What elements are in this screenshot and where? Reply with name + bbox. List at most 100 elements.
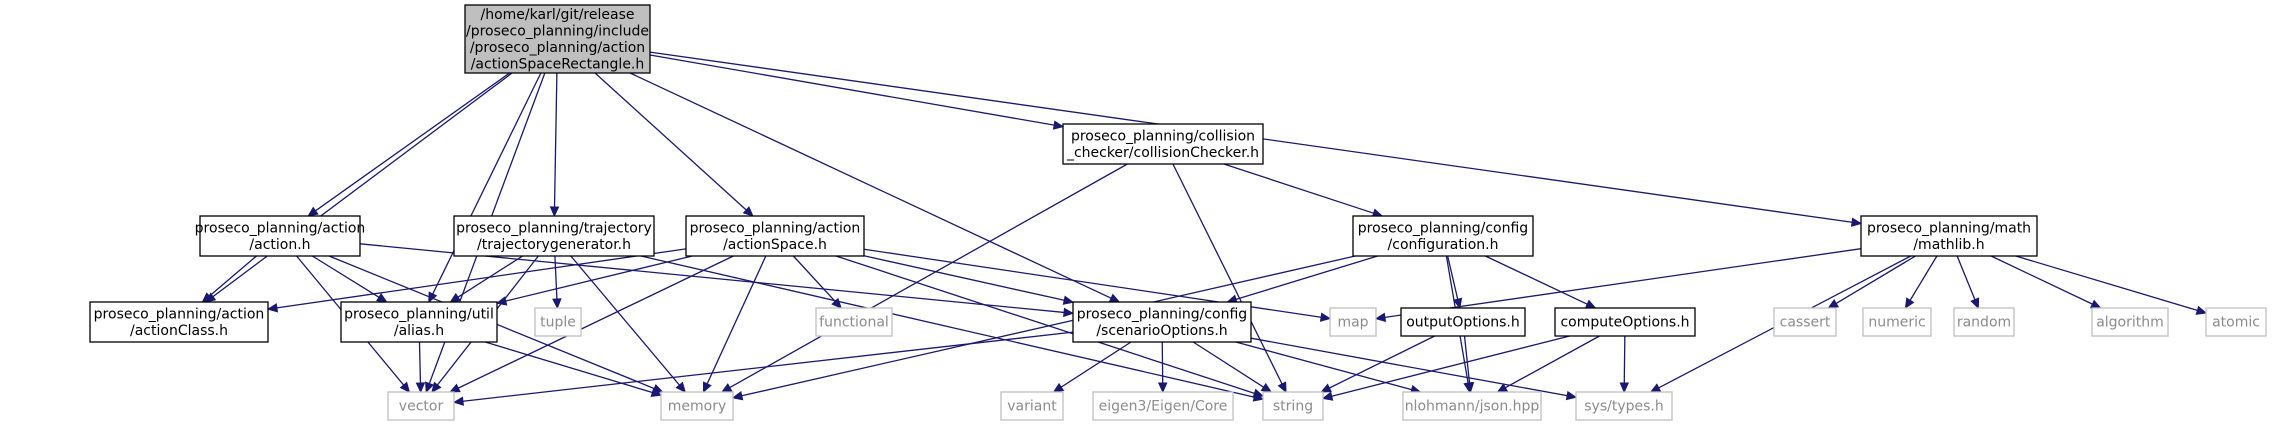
arrowhead-root-to-scenario [1108,293,1121,303]
node-box-eigen [1092,391,1234,421]
node-actionclass[interactable]: proseco_planning/action/actionClass.h [89,301,269,343]
node-label-trajgen-line-1: /trajectorygenerator.h [477,237,631,253]
arrowhead-scenario-to-variant [1052,382,1065,393]
node-label-actionspace-line-1: /actionSpace.h [723,237,827,253]
node-mathlib[interactable]: proseco_planning/math/mathlib.h [1860,215,2038,257]
node-label-functional-line-0: functional [819,315,889,331]
edge-collision-to-memory [729,163,1128,389]
node-label-scenario-line-1: /scenarioOptions.h [1096,323,1227,339]
node-label-collision-line-0: proseco_planning/collision [1071,128,1255,144]
arrowhead-configuration-to-outputopts [1452,297,1463,310]
edge-mathlib-to-algorithm [1990,255,2093,305]
arrowhead-collision-to-string [1277,381,1287,394]
edge-computeopts-to-systypes [1623,335,1626,384]
edge-mathlib-to-random [1956,255,1976,300]
edge-mathlib-to-atomic [2015,255,2198,312]
node-computeopts[interactable]: computeOptions.h [1554,307,1696,337]
edge-root-to-actionclass [212,72,513,298]
node-label-action_h-line-1: /action.h [249,237,310,253]
node-label-actionclass-line-1: /actionClass.h [130,323,228,339]
edge-computeopts-to-string [1331,335,1570,397]
arrowhead-action_h-to-actionclass [201,292,213,303]
node-box-trajgen [453,215,655,257]
arrowhead-actionspace-to-actionclass [266,303,279,313]
arrowhead-configuration-to-computeopts [1584,299,1597,309]
edge-actionspace-to-memory [706,255,767,385]
node-label-vector-line-0: vector [399,399,444,415]
edge-scenario-to-string [1192,341,1264,388]
node-alias[interactable]: proseco_planning/util/alias.h [340,301,498,343]
node-label-mathlib-line-0: proseco_planning/math [1867,220,2031,236]
edge-mathlib-to-map [1384,248,1862,319]
arrowhead-mathlib-to-algorithm [2089,299,2102,309]
node-actionspace[interactable]: proseco_planning/action/actionSpace.h [685,215,865,257]
node-box-outputopts [1400,307,1526,337]
node-algorithm: algorithm [2091,307,2169,337]
node-box-atomic [2205,307,2267,337]
node-atomic: atomic [2205,307,2267,337]
arrowhead-outputopts-to-json [1464,382,1475,394]
node-box-numeric [1862,307,1932,337]
node-box-map [1329,307,1377,337]
arrowhead-configuration-to-memory [731,391,744,401]
node-label-actionclass-line-0: proseco_planning/action [94,306,265,322]
edge-alias-to-memory [485,341,653,394]
node-action_h[interactable]: proseco_planning/action/action.h [195,215,366,257]
node-variant: variant [1000,391,1064,421]
node-label-root-line-0: /home/karl/git/release [481,7,635,23]
arrowhead-scenario-to-string [1260,382,1273,393]
node-box-cassert [1773,307,1837,337]
edge-action_h-to-actionclass [208,255,257,297]
arrowhead-trajgen-to-memory [675,381,687,393]
edge-mathlib-to-cassert [1835,255,1916,304]
arrowhead-mathlib-to-numeric [1904,297,1915,310]
node-box-string [1262,391,1324,421]
arrowhead-action_h-to-alias [376,292,388,303]
arrowhead-computeopts-to-json [1496,383,1509,393]
arrowhead-root-to-actionspace [742,206,754,217]
node-box-algorithm [2091,307,2169,337]
node-label-action_h-line-0: proseco_planning/action [195,220,366,236]
node-numeric: numeric [1862,307,1932,337]
node-label-variant-line-0: variant [1007,399,1057,415]
edge-actionspace-to-actionclass [276,248,687,309]
arrowhead-computeopts-to-systypes [1619,382,1630,394]
node-tuple: tuple [534,307,582,337]
edge-root-to-trajgen [553,72,558,208]
arrowhead-trajgen-to-vector [431,381,442,393]
edge-scenario-to-vector [462,331,1074,402]
node-box-action_h [199,215,361,257]
edge-configuration-to-outputopts [1447,255,1459,300]
node-box-memory [660,391,734,421]
node-label-trajgen-line-0: proseco_planning/trajectory [456,220,652,236]
node-box-tuple [534,307,582,337]
arrowhead-outputopts-to-string [1320,383,1332,393]
node-outputopts[interactable]: outputOptions.h [1400,307,1526,337]
node-label-configuration-line-0: proseco_planning/config [1358,220,1528,236]
node-configuration[interactable]: proseco_planning/config/configuration.h [1352,215,1534,257]
node-label-mathlib-line-1: /mathlib.h [1913,237,1984,253]
node-collision[interactable]: proseco_planning/collision_checker/colli… [1062,123,1264,165]
node-scenario[interactable]: proseco_planning/config/scenarioOptions.… [1072,301,1252,343]
arrowhead-action_h-to-vector [399,381,411,393]
arrowhead-mathlib-to-cassert [1827,299,1840,309]
node-box-collision [1062,123,1264,165]
arrowhead-actionspace-to-alias [495,296,508,306]
edge-root-to-scenario [629,72,1112,299]
edge-root-to-collision [649,54,1055,126]
node-box-random [1953,307,2015,337]
node-root[interactable]: /home/karl/git/release/proseco_planning/… [464,4,651,74]
node-label-systypes-line-0: sys/types.h [1584,399,1663,415]
node-label-alias-line-0: proseco_planning/util [344,306,494,322]
node-trajgen[interactable]: proseco_planning/trajectory/trajectoryge… [453,215,655,257]
arrowhead-actionspace-to-map [1319,312,1332,322]
file-nodes: /home/karl/git/release/proseco_planning/… [89,4,2267,421]
edge-trajgen-to-tuple [554,255,558,300]
node-label-eigen-line-0: eigen3/Eigen/Core [1099,399,1228,415]
arrowhead-alias-to-memory [650,387,663,397]
node-box-variant [1000,391,1064,421]
node-label-root-line-3: /actionSpaceRectangle.h [471,56,645,72]
node-label-root-line-1: /proseco_planning/include [466,23,649,39]
node-box-json [1402,391,1542,421]
edge-root-to-actionspace [594,72,747,211]
